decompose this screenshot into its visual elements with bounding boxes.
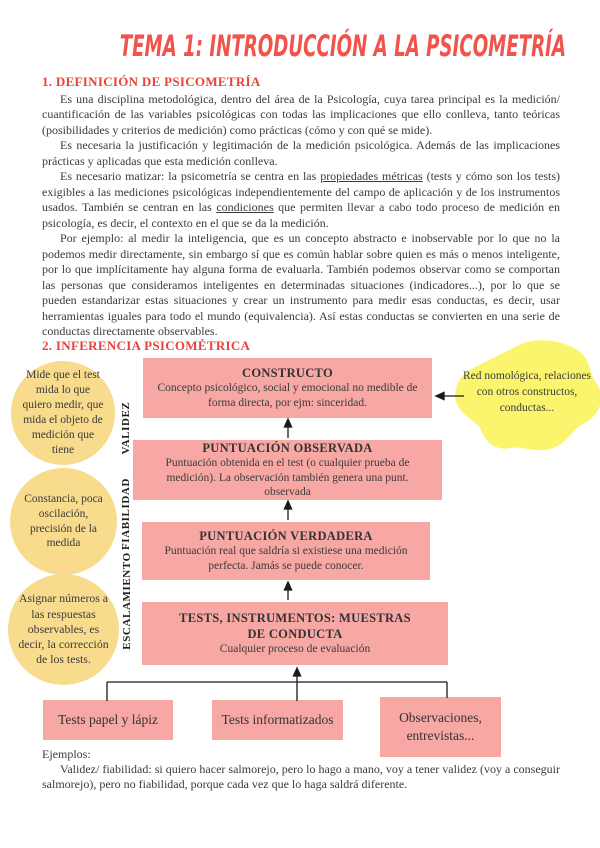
- scaling-bubble: Asignar números a las respuestas observa…: [8, 574, 119, 685]
- paragraph-definition-3: Es necesario matizar: la psicometría se …: [42, 169, 560, 231]
- puntuacion-verdadera-desc: Puntuación real que saldría si existiese…: [164, 545, 408, 573]
- nomological-note: Red nomológica, relaciones con otros con…: [462, 370, 592, 415]
- underlined-term-propiedades-metricas: propiedades métricas: [320, 169, 423, 184]
- paragraph-3-part-b: (tests y cómo son los tests) exigibles a…: [42, 169, 561, 215]
- side-label-fiabilidad: FIABILIDAD: [120, 477, 132, 551]
- arrowhead-branch: [292, 666, 302, 677]
- puntuacion-verdadera-box: PUNTUACIÓN VERDADERA Puntuación real que…: [142, 522, 430, 580]
- section-2-heading: 2. INFERENCIA PSICOMÉTRICA: [42, 338, 251, 353]
- examples-heading: Ejemplos:: [42, 747, 91, 761]
- tests-instrumentos-title: TESTS, INSTRUMENTOS: MUESTRAS DE CONDUCT…: [179, 610, 411, 642]
- intro-text-block: TEMA 1: INTRODUCCIÓN A LA PSICOMETRÍA 1.…: [42, 30, 566, 340]
- reliability-bubble: Constancia, poca oscilación, precisión d…: [10, 468, 117, 575]
- paragraph-example-intelligence: Por ejemplo: al medir la inteligencia, q…: [42, 231, 560, 339]
- constructo-box: CONSTRUCTO Concepto psicológico, social …: [143, 358, 432, 418]
- arrowhead-blob: [434, 391, 445, 401]
- paragraph-3-part-c: que permiten llevar a cabo todo proceso …: [42, 200, 560, 230]
- puntuacion-verdadera-title: PUNTUACIÓN VERDADERA: [199, 529, 373, 544]
- leaf-tests-papel: Tests papel y lápiz: [43, 700, 173, 740]
- page-title: TEMA 1: INTRODUCCIÓN A LA PSICOMETRÍA: [119, 30, 566, 64]
- side-label-escalamiento: ESCALAMIENTO: [121, 552, 133, 650]
- paragraph-definition-1: Es una disciplina metodológica, dentro d…: [42, 92, 560, 137]
- puntuacion-observada-title: PUNTUACIÓN OBSERVADA: [202, 440, 373, 455]
- nomological-blob-shape: [455, 340, 600, 451]
- paragraph-definition-2: Es necesaria la justificación y legitima…: [42, 138, 560, 168]
- paragraph-3-part-a: Es necesario matizar: la psicometría se …: [60, 169, 321, 184]
- side-label-validez: VALIDEZ: [120, 401, 132, 455]
- tests-instrumentos-box: TESTS, INSTRUMENTOS: MUESTRAS DE CONDUCT…: [142, 602, 448, 665]
- constructo-box-title: CONSTRUCTO: [242, 366, 333, 381]
- underlined-term-condiciones: condiciones: [216, 200, 274, 215]
- examples-block: Ejemplos: Validez/ fiabilidad: si quiero…: [42, 747, 560, 793]
- arrowhead-1: [283, 417, 293, 428]
- arrowhead-3: [283, 580, 293, 591]
- constructo-box-desc: Concepto psicológico, social y emocional…: [157, 382, 418, 410]
- tests-instrumentos-desc: Cualquier proceso de evaluación: [219, 643, 371, 656]
- puntuacion-observada-desc: Puntuación obtenida en el test (o cualqu…: [165, 457, 410, 499]
- leaf-observaciones: Observaciones, entrevistas...: [380, 697, 501, 757]
- arrowhead-2: [283, 499, 293, 510]
- section-1-heading: 1. DEFINICIÓN DE PSICOMETRÍA: [42, 74, 261, 89]
- leaf-tests-informatizados: Tests informatizados: [212, 700, 343, 740]
- puntuacion-observada-box: PUNTUACIÓN OBSERVADA Puntuación obtenida…: [133, 440, 442, 500]
- blob-path: [455, 340, 600, 451]
- validity-bubble: Mide que el test mida lo que quiero medi…: [11, 361, 115, 465]
- examples-text: Validez/ fiabilidad: si quiero hacer sal…: [42, 762, 560, 792]
